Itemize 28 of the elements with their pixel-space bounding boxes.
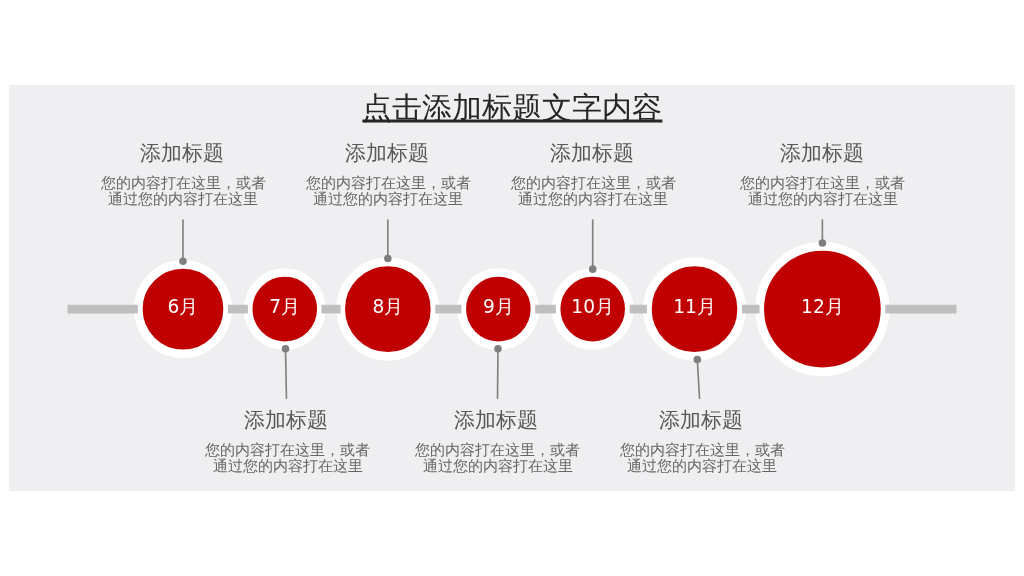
node-circle: 10月 (551, 268, 634, 351)
connector (629, 304, 647, 314)
connector (227, 304, 248, 314)
connector (67, 304, 138, 314)
node-circle: 8月 (336, 257, 440, 361)
node-circle: 12月 (755, 242, 890, 377)
node-text: 添加标题 您的内容打在这里，或者通过您的内容打在这里 (101, 140, 267, 208)
connector (818, 218, 827, 247)
node-text: 添加标题 您的内容打在这里，或者通过您的内容打在这里 (205, 407, 371, 475)
connector (384, 218, 392, 263)
connector (321, 304, 341, 314)
node-text: 添加标题 您的内容打在这里，或者通过您的内容打在这里 (305, 140, 471, 208)
connector (494, 345, 502, 400)
node-circle: 11月 (643, 257, 747, 361)
connector (741, 304, 760, 314)
node-circle: 6月 (133, 260, 233, 359)
node-text: 添加标题 您的内容打在这里，或者通过您的内容打在这里 (740, 140, 906, 208)
diagram-title: 点击添加标题文字内容 (362, 89, 663, 125)
node-text: 添加标题 您的内容打在这里，或者通过您的内容打在这里 (620, 407, 786, 475)
connector (435, 304, 462, 314)
connector (179, 218, 187, 265)
connector (885, 304, 957, 314)
connector (281, 345, 290, 400)
node-text: 添加标题 您的内容打在这里，或者通过您的内容打在这里 (415, 407, 581, 475)
connector (693, 355, 702, 400)
node-text: 添加标题 您的内容打在这里，或者通过您的内容打在这里 (510, 140, 676, 208)
connector (535, 304, 556, 314)
connector (588, 218, 597, 273)
